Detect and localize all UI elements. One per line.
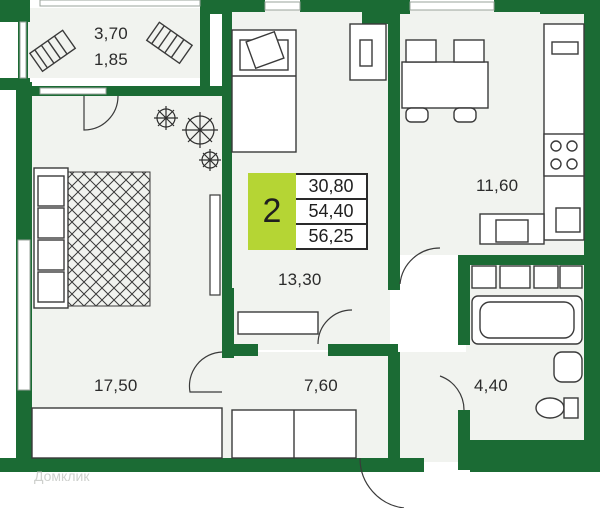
desk-icon bbox=[349, 23, 387, 81]
rug-icon bbox=[67, 171, 151, 307]
hallway-area-label: 7,60 bbox=[304, 376, 338, 395]
area-summary: 30,80 54,40 56,25 bbox=[296, 173, 368, 250]
total-area-with-balcony-value: 56,25 bbox=[308, 226, 354, 246]
balcony-area-label: 3,70 bbox=[94, 24, 128, 43]
deck-chair-icon bbox=[28, 21, 194, 73]
apartment-summary: 2 30,80 54,40 56,25 bbox=[248, 173, 368, 250]
door-swing bbox=[83, 95, 465, 508]
bedroom-area-label: 13,30 bbox=[278, 270, 322, 289]
wardrobe-icon bbox=[31, 407, 223, 459]
dining-table-icon bbox=[401, 39, 489, 123]
wardrobe-icon bbox=[231, 409, 357, 459]
bathroom-area-label: 4,40 bbox=[474, 376, 508, 395]
kitchen-counter-icon bbox=[479, 23, 585, 245]
living-room-area-label: 17,50 bbox=[94, 376, 138, 395]
kitchen-area-label: 11,60 bbox=[476, 176, 519, 195]
washing-machine-icon bbox=[471, 265, 583, 289]
plant-icon bbox=[154, 106, 221, 171]
living-area-value: 30,80 bbox=[296, 175, 366, 200]
balcony-area-alt-label: 1,85 bbox=[94, 50, 128, 69]
sink-icon bbox=[553, 351, 583, 383]
sofa-icon bbox=[33, 167, 69, 309]
tv-stand-icon bbox=[209, 194, 221, 296]
room-count-badge: 2 bbox=[248, 173, 296, 250]
bathtub-icon bbox=[471, 295, 583, 345]
total-area-value: 54,40 bbox=[296, 200, 366, 225]
bed-icon bbox=[231, 29, 297, 153]
wardrobe-icon bbox=[237, 311, 319, 335]
toilet-icon bbox=[535, 397, 579, 419]
watermark: Домклик bbox=[34, 468, 90, 484]
